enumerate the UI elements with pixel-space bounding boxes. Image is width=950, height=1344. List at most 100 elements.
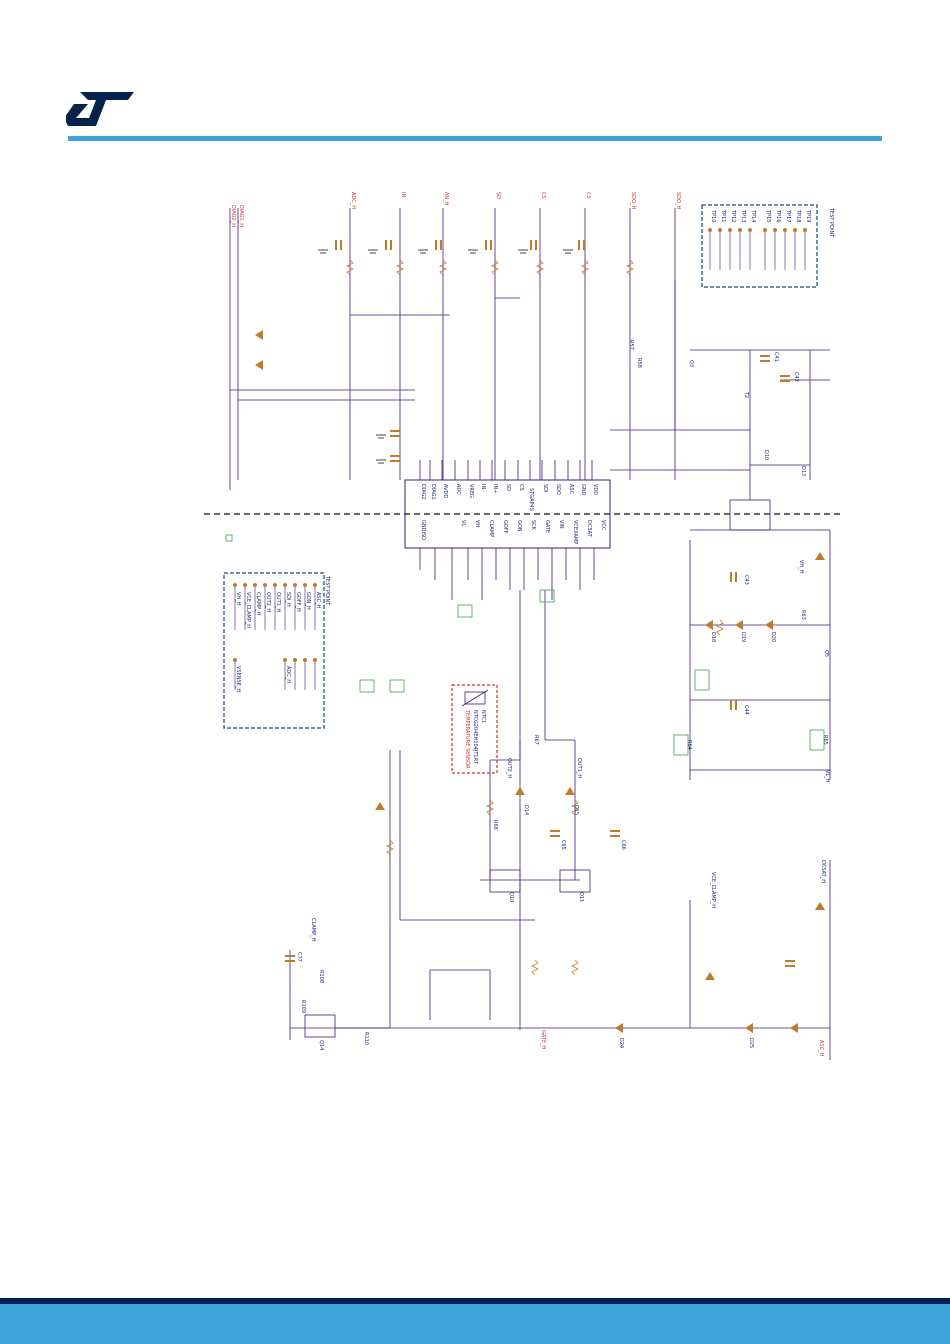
schematic-diagram: DIAG2_H DIAG1_H ADC_H IN AN_H SD CS CS S… <box>204 192 840 1060</box>
signal-label-in: IN <box>400 192 406 197</box>
ic-pin-cs: CS <box>518 484 524 491</box>
net-dcsat-h: DCSAT_H <box>820 860 826 883</box>
tp-label: TP10 <box>710 209 716 222</box>
component-label: R65 <box>822 735 828 745</box>
ic-pin-vcc: VCC <box>600 520 606 531</box>
ic-pin-diag1: DIAG1 <box>430 484 436 500</box>
ic-pin-sd: SD <box>505 484 511 491</box>
component-label: Q11 <box>578 892 584 902</box>
net-out1-h: OUT1_H <box>576 758 582 778</box>
tp-label: TP17 <box>785 209 791 222</box>
component-label: Q14 <box>318 1040 324 1050</box>
component-label: D25 <box>748 1038 754 1048</box>
ic-pin-adc: ADC <box>455 484 461 495</box>
net-vl-h: VL_H <box>824 770 830 783</box>
signal-label-sd: SD <box>495 192 501 199</box>
component-label: R63 <box>800 610 806 620</box>
ic-pin-goff: GOFF <box>502 520 508 534</box>
footer-band <box>0 1304 950 1344</box>
component-label: Q10 <box>508 892 514 902</box>
component-label: D10 <box>763 450 769 460</box>
ic-pin-clamp: CLAMP <box>488 520 494 537</box>
ic-pin-avdd: AVDD <box>442 484 448 498</box>
ic-pin-vdd: VDD <box>592 484 598 495</box>
ic-pin-vin: VIN <box>558 520 564 529</box>
ic-pin-gon: GON <box>516 520 522 532</box>
signal-label-diag2: DIAG2_H <box>230 205 236 227</box>
net-clamp-h: CLAMP_H <box>310 918 316 942</box>
component-label: C66 <box>620 840 626 850</box>
tp-label: TP12 <box>730 209 736 222</box>
signal-label-sdo2: SDO_H <box>675 192 681 209</box>
test-point-title-1: TEST POINT <box>828 207 834 238</box>
ic-pin-vreg: VREG <box>468 484 474 498</box>
tp-net-label: VSENSE_H <box>235 666 241 692</box>
ic-pin-gndiso: GNDISO <box>420 520 426 540</box>
net-vce-clamp-h: VCE_CLAMP_H <box>710 872 716 908</box>
component-label: D20 <box>770 632 776 642</box>
ic-label: STGAP4S <box>528 488 534 511</box>
ic-pin-sdi: SDI <box>542 484 548 493</box>
test-point-title-2: TEST POINT <box>324 575 330 606</box>
component-label: R109 <box>300 1000 306 1013</box>
tp-net-label: GOFF_H <box>295 592 301 612</box>
tp-label: TP16 <box>775 209 781 222</box>
tp-label: TP19 <box>805 209 811 222</box>
ic-pin-asc: ASC <box>568 484 574 495</box>
component-label: R64 <box>686 740 692 750</box>
tp-label: TP14 <box>750 209 756 222</box>
tp-net-label: OUT2_H <box>265 592 271 612</box>
ntc-part: NTCG204EH104JT1RT <box>472 710 478 765</box>
tp-label: TP15 <box>765 209 771 222</box>
ic-pin-in-minus: IN- <box>480 484 486 491</box>
footer-dark-stripe <box>0 1298 950 1304</box>
signal-label-sdo1: SDO_H <box>630 192 636 209</box>
tp-net-label: SDI_H <box>285 592 291 607</box>
signal-label-an: AN_H <box>443 192 449 206</box>
component-label: R58 <box>636 358 642 368</box>
net-vh-h: VH_H <box>798 560 804 574</box>
component-label: D18 <box>710 632 716 642</box>
ic-pin-vl: VL <box>460 520 466 526</box>
tp-net-label: CLAMP_H <box>255 592 261 616</box>
ic-pin-vh: VH <box>474 520 480 527</box>
st-logo <box>66 92 134 126</box>
component-label: C43 <box>743 575 749 585</box>
component-label: D24 <box>618 1038 624 1048</box>
component-label: C65 <box>560 840 566 850</box>
ic-pin-gate: GATE <box>544 520 550 533</box>
tp-net-label: OUT1_H <box>275 592 281 612</box>
component-label: D13 <box>800 466 806 476</box>
ic-pin-in-plus: IN+ <box>492 484 498 493</box>
component-label: Q3 <box>688 360 694 367</box>
net-gate-h: GATE_H <box>540 1030 546 1050</box>
ic-pin-dcsat: DCSAT <box>586 520 592 538</box>
component-label: C77 <box>296 952 302 962</box>
signal-label-cs2: CS <box>585 192 591 199</box>
tp-label: TP13 <box>740 209 746 222</box>
ic-pin-diag2: DIAG2 <box>420 484 426 500</box>
tp-net-label: VCE_CLAMP_H <box>245 592 251 628</box>
component-label: C41 <box>773 352 779 362</box>
signal-label-adc: ADC_H <box>350 192 356 209</box>
transformer-label: T2 <box>743 391 749 398</box>
net-asc-h: ASC_H <box>818 1040 824 1057</box>
ic-pin-sdo: SDO <box>555 484 561 495</box>
component-label: R108 <box>318 970 324 983</box>
net-out2-h: OUT2_H <box>506 758 512 778</box>
ic-pin-sck: SCK <box>530 520 536 531</box>
tp-net-label: VH_H <box>235 592 241 606</box>
signal-label-diag1: DIAG1_H <box>238 205 244 227</box>
component-label: D15 <box>573 805 579 815</box>
component-label: R68 <box>492 820 498 830</box>
ic-pin-gnd: GND <box>580 484 586 496</box>
ic-pin-vcexamp: VCEXAMP <box>572 520 578 544</box>
component-label: R67 <box>533 735 539 745</box>
tp-net-label: GON_H <box>305 592 311 610</box>
signal-label-cs1: CS <box>540 192 546 199</box>
ntc-label: NTC1 <box>480 710 486 723</box>
component-label: C42 <box>793 372 799 382</box>
component-label: C44 <box>743 705 749 715</box>
component-label: R57 <box>628 340 634 350</box>
tp-net-label: ADC_H <box>285 666 291 683</box>
